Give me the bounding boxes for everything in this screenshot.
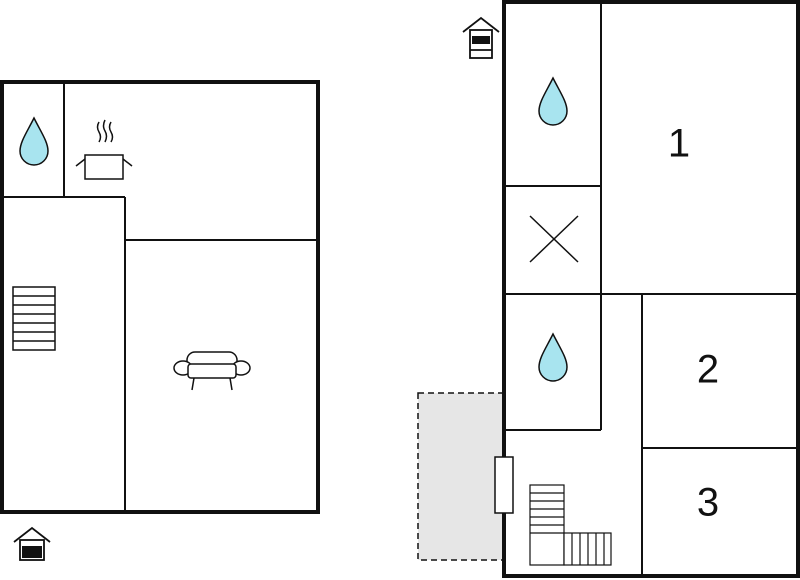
stairs-icon [12,286,56,351]
door-icon [494,456,514,514]
sofa-icon [173,351,251,391]
cooking-pot-icon [75,119,133,180]
room-label-2: 2 [697,348,719,392]
void-cross-icon [529,215,579,263]
water-drop-icon [538,76,568,126]
room-label-3: 3 [697,481,719,525]
entrance-icon [13,526,51,561]
water-drop-icon [19,116,49,166]
upper-floor-outline [502,0,800,578]
ground-floor-outline [0,80,320,514]
terrace-area [417,392,505,561]
upper-floor: 1 2 3 [417,0,800,578]
water-drop-icon [538,332,568,382]
room-label-1: 1 [668,122,690,166]
ground-floor [0,80,320,561]
entrance-icon [462,16,500,59]
stairs-icon [529,484,612,566]
